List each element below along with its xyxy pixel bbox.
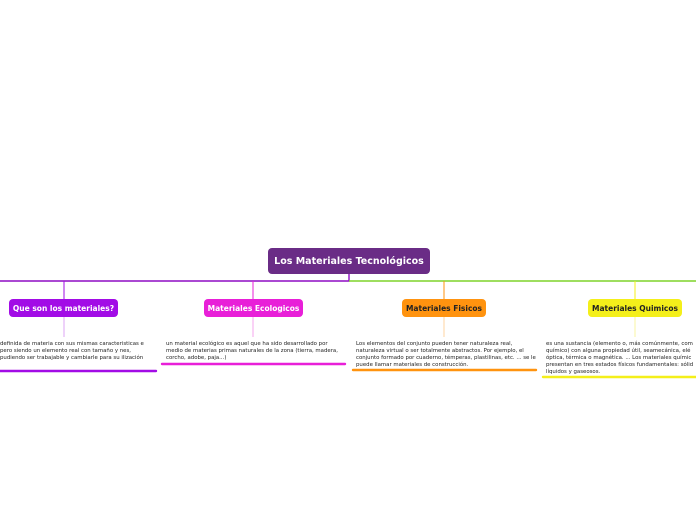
topic-materiales-ecologicos[interactable]: Materiales Ecologicos bbox=[204, 299, 303, 317]
topic-que-son-los-materiales[interactable]: Que son los materiales? bbox=[9, 299, 118, 317]
central-topic-node[interactable]: Los Materiales Tecnológicos bbox=[268, 248, 430, 274]
topic-label: Materiales Fisicos bbox=[405, 303, 483, 313]
topic-label: Materiales Ecologicos bbox=[207, 303, 300, 313]
description-materiales-fisicos[interactable]: Los elementos del conjunto pueden tener … bbox=[356, 341, 536, 368]
topic-label: Que son los materiales? bbox=[12, 303, 115, 313]
description-materiales-ecologicos[interactable]: un material ecológico es aquel que ha si… bbox=[166, 341, 338, 361]
topic-materiales-fisicos[interactable]: Materiales Fisicos bbox=[402, 299, 486, 317]
central-topic-label: Los Materiales Tecnológicos bbox=[274, 255, 424, 267]
topic-materiales-quimicos[interactable]: Materiales Quimicos bbox=[588, 299, 682, 317]
description-materiales-quimicos[interactable]: es una sustancia (elemento o, más comúnm… bbox=[546, 341, 694, 375]
connector-root-left bbox=[0, 274, 350, 282]
description-que-son-los-materiales[interactable]: definida de materia con sus mismas carac… bbox=[0, 341, 144, 361]
topic-label: Materiales Quimicos bbox=[592, 303, 678, 313]
